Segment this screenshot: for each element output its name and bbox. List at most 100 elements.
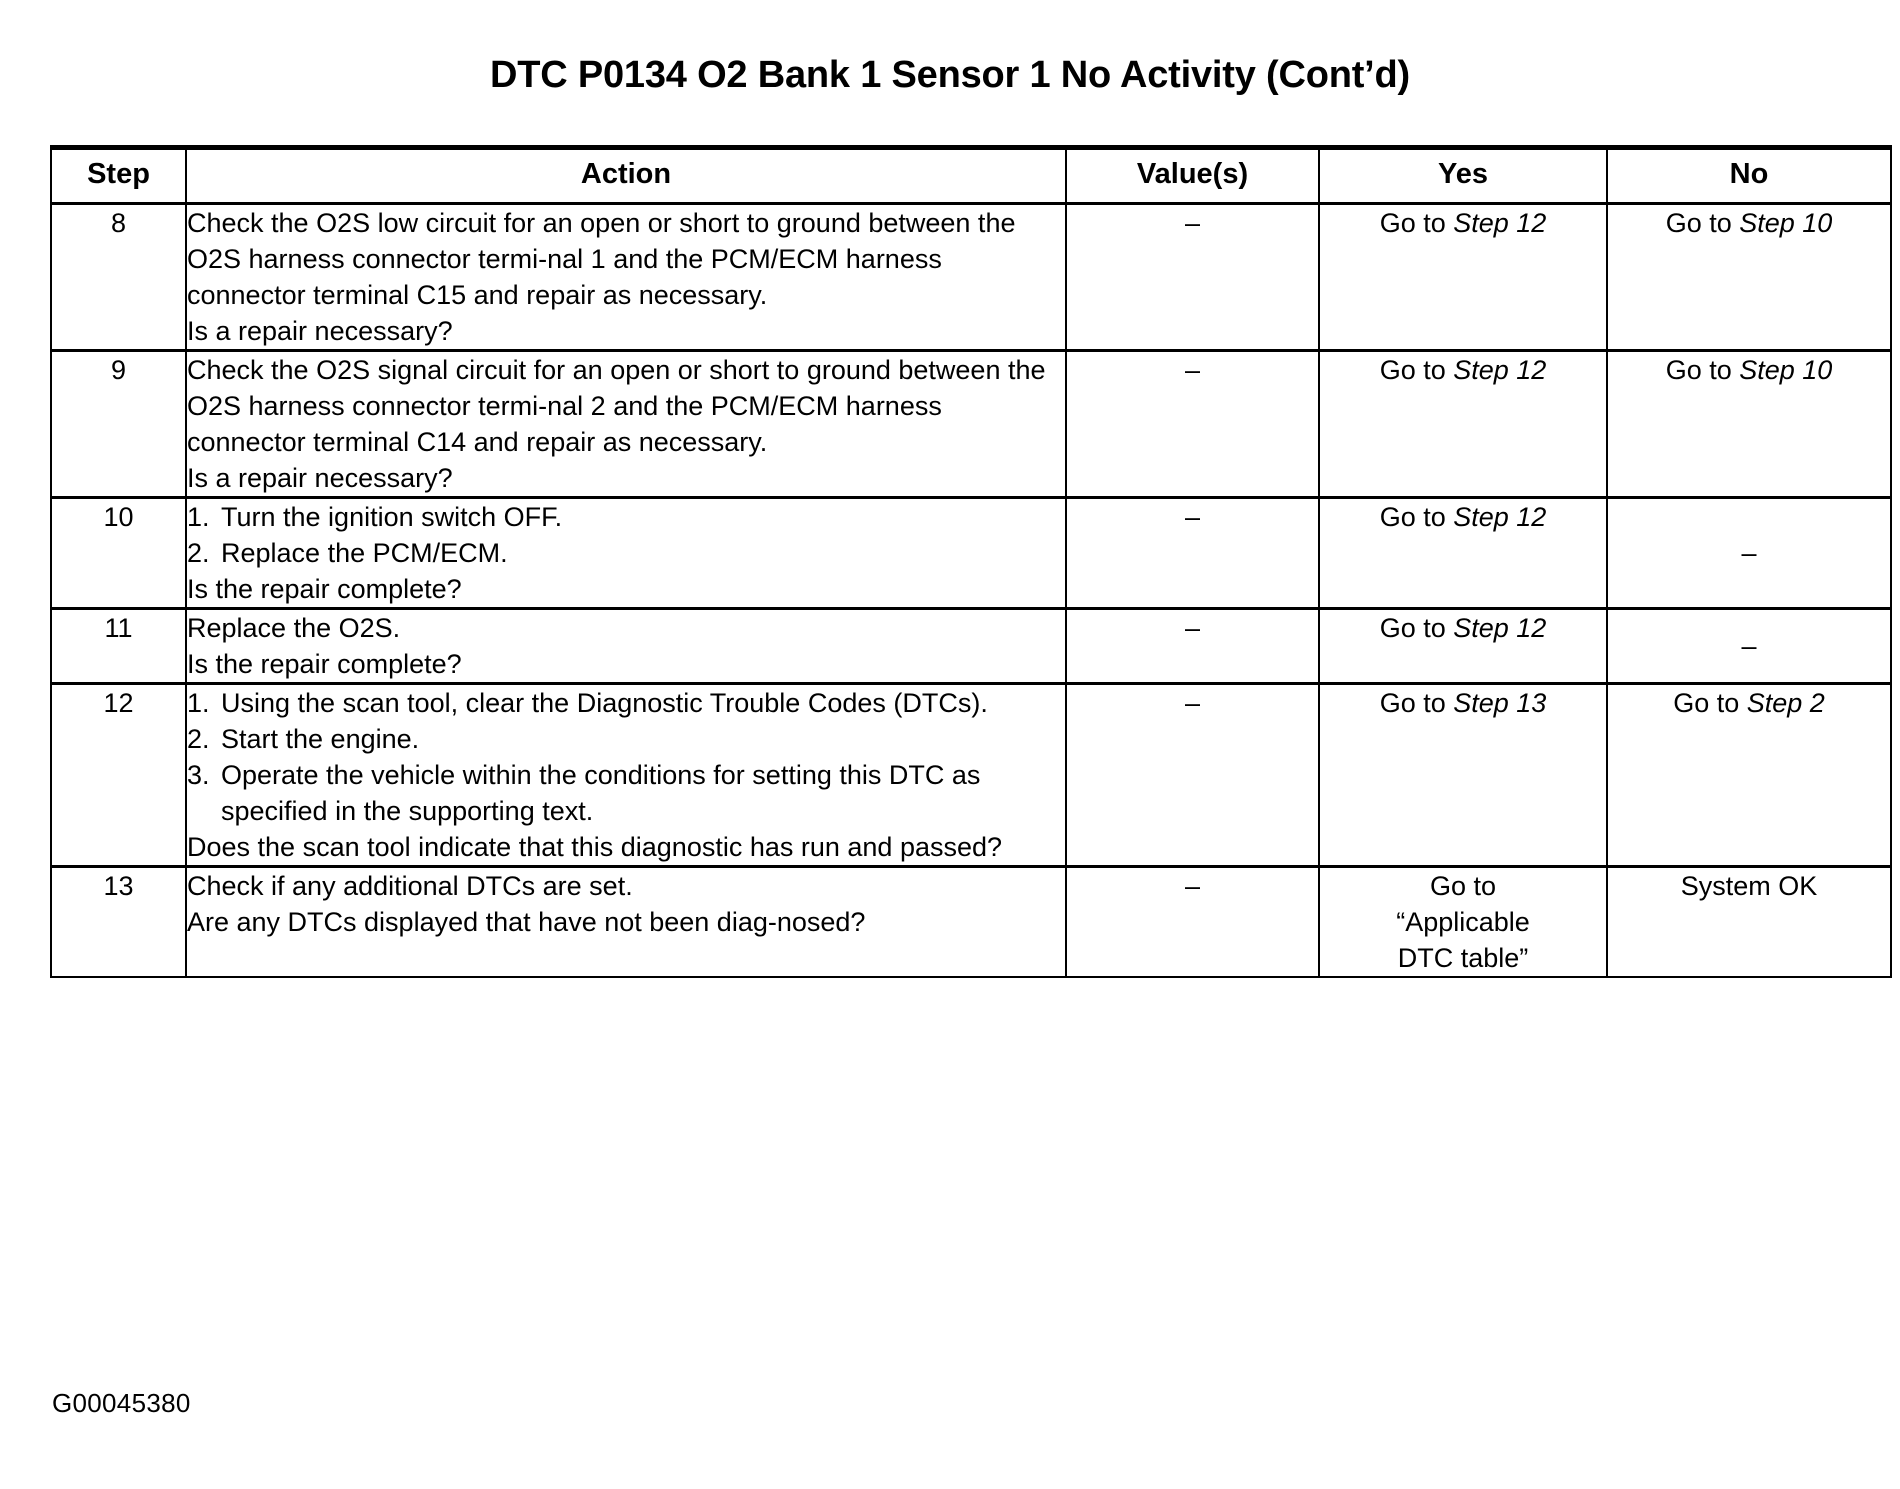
no-result-cell: System OK [1606, 865, 1892, 978]
action-text-line: Is a repair necessary? [187, 316, 453, 346]
step-number-cell: 10 [50, 496, 187, 610]
goto-prefix: Go to [1379, 355, 1454, 385]
goto-prefix: Go to [1379, 208, 1454, 238]
action-numbered-item: 1. Turn the ignition switch OFF. [187, 499, 1065, 535]
yes-result-line: DTC table” [1397, 943, 1529, 973]
action-item-text: Replace the PCM/ECM. [221, 538, 508, 568]
action-text-line: Replace the O2S. [187, 613, 401, 643]
action-numbered-item: 2. Replace the PCM/ECM. [187, 535, 1065, 571]
value-cell: – [1065, 349, 1320, 499]
yes-goto-reference: Go to Step 12 [1320, 205, 1606, 241]
no-result-cell: – [1606, 496, 1892, 610]
yes-result-line: “Applicable [1396, 907, 1530, 937]
table-header-row: Step Action Value(s) Yes No [50, 145, 1892, 205]
yes-goto-reference: Go to Step 13 [1320, 685, 1606, 721]
action-item-number: 1. [187, 688, 210, 718]
goto-prefix: Go to [1379, 688, 1454, 718]
no-goto-reference: Go to Step 10 [1608, 352, 1890, 388]
action-text-line: Is the repair complete? [187, 574, 462, 604]
action-item-number: 2. [187, 538, 210, 568]
goto-prefix: Go to [1673, 688, 1747, 718]
action-text-line: Are any DTCs displayed that have not bee… [187, 907, 866, 937]
no-goto-reference: Go to Step 2 [1608, 685, 1890, 721]
page-title: DTC P0134 O2 Bank 1 Sensor 1 No Activity… [489, 54, 1410, 96]
value-cell: – [1065, 682, 1320, 868]
no-result-cell: Go to Step 2 [1606, 682, 1892, 868]
column-header-yes: Yes [1318, 145, 1608, 205]
action-cell: 1. Using the scan tool, clear the Diagnos… [185, 682, 1067, 868]
yes-result-cell: Go to Step 12 [1318, 349, 1608, 499]
yes-goto-reference: Go to Step 12 [1320, 499, 1606, 535]
figure-id-label: G00045380 [52, 1388, 191, 1418]
goto-step-target: Step 12 [1453, 355, 1547, 385]
yes-result-cell: Go to Step 12 [1318, 607, 1608, 685]
action-text-line: Check the O2S low circuit for an open or… [187, 208, 1023, 310]
goto-prefix: Go to [1665, 355, 1740, 385]
action-item-number: 1. [187, 502, 210, 532]
goto-step-target: Step 13 [1453, 688, 1547, 718]
action-text-line: Is a repair necessary? [187, 463, 453, 493]
goto-step-target: Step 10 [1739, 208, 1833, 238]
action-text-line: Check the O2S signal circuit for an open… [187, 355, 1054, 457]
action-numbered-item: 2. Start the engine. [187, 721, 1065, 757]
step-number-cell: 8 [50, 202, 187, 352]
step-number-cell: 12 [50, 682, 187, 868]
goto-prefix: Go to [1379, 502, 1454, 532]
action-text-line: Check if any additional DTCs are set. [187, 871, 633, 901]
action-numbered-item: 3. Operate the vehicle within the conditi… [187, 757, 1065, 829]
no-result-cell: Go to Step 10 [1606, 349, 1892, 499]
yes-result-cell: Go to Step 12 [1318, 202, 1608, 352]
action-item-number: 3. [187, 760, 210, 790]
no-result-text: – [1741, 631, 1757, 661]
action-cell: Check if any additional DTCs are set. Are… [185, 865, 1067, 978]
action-cell: Replace the O2S. Is the repair complete? [185, 607, 1067, 685]
column-header-no: No [1606, 145, 1892, 205]
action-cell: 1. Turn the ignition switch OFF. 2. Replace… [185, 496, 1067, 610]
action-item-text: Start the engine. [221, 724, 420, 754]
goto-step-target: Step 10 [1739, 355, 1833, 385]
action-text-line: Does the scan tool indicate that this di… [187, 832, 1003, 862]
no-result-text: – [1741, 538, 1757, 568]
value-cell: – [1065, 607, 1320, 685]
value-cell: – [1065, 496, 1320, 610]
column-header-value: Value(s) [1065, 145, 1320, 205]
yes-result-line: Go to [1429, 871, 1497, 901]
yes-result-cell: Go to Step 12 [1318, 496, 1608, 610]
value-cell: – [1065, 865, 1320, 978]
action-numbered-item: 1. Using the scan tool, clear the Diagnos… [187, 685, 1065, 721]
goto-step-target: Step 12 [1453, 502, 1547, 532]
action-item-text: Operate the vehicle within the condition… [221, 760, 988, 826]
action-cell: Check the O2S signal circuit for an open… [185, 349, 1067, 499]
step-number-cell: 13 [50, 865, 187, 978]
action-item-text: Turn the ignition switch OFF. [221, 502, 563, 532]
column-header-action: Action [185, 145, 1067, 205]
action-item-text: Using the scan tool, clear the Diagnosti… [221, 688, 988, 718]
goto-step-target: Step 12 [1453, 613, 1547, 643]
no-goto-reference: Go to Step 10 [1608, 205, 1890, 241]
step-number-cell: 11 [50, 607, 187, 685]
yes-goto-reference: Go to Step 12 [1320, 610, 1606, 646]
value-cell: – [1065, 202, 1320, 352]
goto-prefix: Go to [1665, 208, 1740, 238]
yes-result-cell: Go to Step 13 [1318, 682, 1608, 868]
no-result-cell: – [1606, 607, 1892, 685]
yes-goto-reference: Go to Step 12 [1320, 352, 1606, 388]
no-result-cell: Go to Step 10 [1606, 202, 1892, 352]
no-result-text: System OK [1680, 871, 1818, 901]
goto-prefix: Go to [1379, 613, 1454, 643]
action-item-number: 2. [187, 724, 210, 754]
column-header-step: Step [50, 145, 187, 205]
goto-step-target: Step 2 [1746, 688, 1825, 718]
goto-step-target: Step 12 [1453, 208, 1547, 238]
action-text-line: Is the repair complete? [187, 649, 462, 679]
